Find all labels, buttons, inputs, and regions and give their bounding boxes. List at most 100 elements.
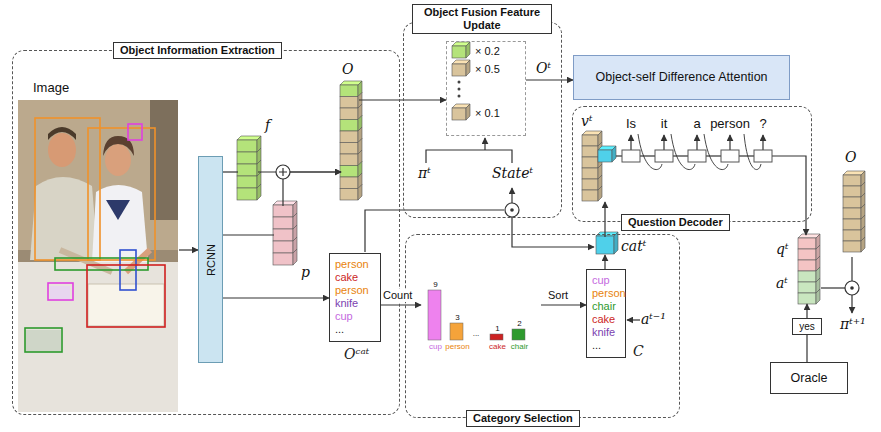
attention-box: Object-self Difference Attention xyxy=(573,55,790,100)
edge-label: Count xyxy=(383,289,412,302)
bar-label: cup xyxy=(429,342,442,352)
drawn-rect xyxy=(452,46,466,58)
wires xyxy=(365,134,852,320)
drawn-rect xyxy=(450,323,463,340)
category-list: personcakepersonknifecup...Oᶜᵃᵗ xyxy=(329,253,381,342)
drawn-rect xyxy=(490,334,503,340)
question-word: Is xyxy=(626,116,636,131)
sorted-list: cuppersonchaircakeknife...C xyxy=(586,269,626,358)
input-photo xyxy=(18,100,178,412)
drawn-rect xyxy=(798,238,816,249)
math-symbol: πᵗ⁺¹ xyxy=(840,316,866,333)
drawn-rect xyxy=(843,241,861,252)
drawn-rect xyxy=(582,168,598,179)
drawn-g xyxy=(25,118,165,352)
drawn-rect xyxy=(237,140,257,152)
drawn-rect xyxy=(273,241,293,253)
sum-symbol xyxy=(276,165,290,179)
feature-stack-drawing xyxy=(452,60,470,76)
drawn-rect xyxy=(340,120,358,132)
drawn-rect xyxy=(582,157,598,168)
oracle-box: Oracle xyxy=(770,362,848,394)
connector-arrow xyxy=(179,249,198,250)
drawn-rect xyxy=(340,154,358,166)
edge-label: Sort xyxy=(548,289,568,302)
drawn-rect xyxy=(452,108,466,120)
drawn-path xyxy=(358,185,362,201)
drawn-path xyxy=(466,60,470,76)
rcnn-box: RCNN xyxy=(198,156,223,363)
bar-value: 1 xyxy=(495,324,499,334)
drawn-rect xyxy=(582,190,598,201)
drawn-path xyxy=(762,135,763,150)
drawn-path xyxy=(106,200,130,220)
count-chart: 93...12cuppersoncakechair xyxy=(421,279,541,363)
drawn-rect xyxy=(237,164,257,176)
drawn-rect xyxy=(340,177,358,189)
drawn-rect xyxy=(237,176,257,188)
feature-stack-drawing xyxy=(237,136,261,200)
drawn-circle xyxy=(458,95,461,98)
drawn-rect xyxy=(128,124,142,140)
feature-symbol: aᵗ xyxy=(776,275,788,292)
drawn-path xyxy=(257,184,261,200)
lstm-cells xyxy=(622,150,772,162)
feature-stack-drawing xyxy=(452,42,470,58)
region-title: Question Decoder xyxy=(621,214,730,231)
drawn-rect xyxy=(721,150,739,162)
bar-label: cake xyxy=(489,342,506,352)
drawn-path xyxy=(426,150,512,163)
drawn-path xyxy=(772,156,806,235)
feature-stack-drawing xyxy=(598,146,616,162)
drawn-path xyxy=(851,257,852,281)
drawn-path xyxy=(466,104,470,120)
drawn-path xyxy=(48,127,76,140)
node-text: Object-self Difference Attention xyxy=(595,70,767,85)
drawn-rect xyxy=(582,146,598,157)
drawn-rect xyxy=(237,152,257,164)
drawn-rect xyxy=(655,150,673,162)
feature-stack-drawing xyxy=(273,201,297,265)
drawn-rect xyxy=(48,283,73,300)
drawn-rect xyxy=(843,197,861,208)
connector-arrow xyxy=(283,172,341,206)
node-text: person xyxy=(335,258,375,271)
connector-arrow xyxy=(526,79,573,80)
drawn-rect xyxy=(582,135,598,146)
feature-symbol: qᵗ xyxy=(776,241,788,258)
drawn-path xyxy=(821,287,845,288)
feature-symbol: f xyxy=(265,117,270,134)
input-image: Image xyxy=(19,101,179,413)
drawn-rect xyxy=(340,97,358,109)
node-text: knife xyxy=(335,297,375,310)
feature-stack-drawing xyxy=(843,171,865,252)
answer-box: yes xyxy=(792,318,822,335)
drawn-rect xyxy=(273,253,293,265)
drawn-rect xyxy=(273,229,293,241)
omission-dots xyxy=(458,81,461,98)
drawn-path xyxy=(851,295,852,313)
drawn-rect xyxy=(428,290,441,340)
drawn-rect xyxy=(340,131,358,143)
drawn-circle xyxy=(850,286,854,290)
drawn-ellipse xyxy=(105,144,131,176)
connector-arrow xyxy=(806,335,807,362)
drawn-rect xyxy=(88,128,155,260)
drawn-circle xyxy=(845,281,859,295)
connector-arrow xyxy=(604,255,605,269)
drawn-rect xyxy=(798,271,816,282)
connector-arrow xyxy=(541,304,586,305)
feature-stack-drawing xyxy=(340,81,362,200)
drawn-path xyxy=(696,135,697,150)
category-cube: catᵗ xyxy=(597,237,615,255)
feature-stack-drawing xyxy=(596,232,618,254)
drawn-rect xyxy=(55,258,148,270)
drawn-path xyxy=(279,168,287,176)
region-title: Category Selection xyxy=(466,410,580,427)
drawn-rect xyxy=(150,100,178,220)
drawn-path xyxy=(616,155,622,156)
drawn-rect xyxy=(25,328,62,352)
question-word: a xyxy=(693,116,700,131)
drawn-ellipse xyxy=(48,133,76,167)
node-text: chair xyxy=(592,300,620,313)
